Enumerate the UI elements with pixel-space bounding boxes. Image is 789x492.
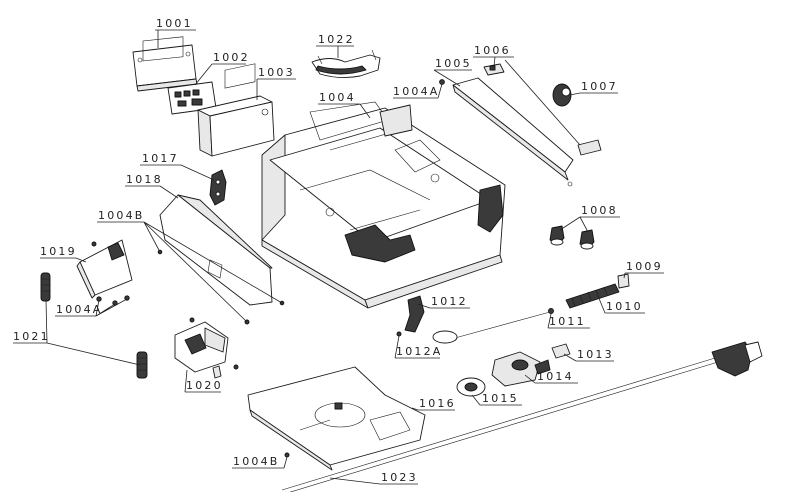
label-1002: 1002 [213, 51, 250, 64]
label-1009: 1009 [626, 260, 663, 273]
part-1022-cable-bracket [311, 49, 381, 79]
part-1007-actuator [552, 83, 602, 156]
leader-lines [13, 29, 664, 485]
label-1022: 1022 [318, 33, 355, 46]
label-1005: 1005 [435, 57, 472, 70]
part-1004-base-tub [261, 101, 506, 309]
label-1006: 1006 [474, 44, 511, 57]
part-1017-hinge [209, 169, 227, 206]
label-1014: 1014 [537, 370, 574, 383]
label-1004a-left: 1004A [56, 303, 103, 316]
part-1023-drain-hose [281, 341, 763, 492]
part-1004a-screws [96, 79, 445, 306]
label-1017: 1017 [142, 152, 179, 165]
label-1004a-top: 1004A [393, 85, 440, 98]
part-1005-air-duct [452, 77, 574, 187]
label-1008: 1008 [581, 204, 618, 217]
label-1004: 1004 [319, 91, 356, 104]
part-1009-small-bracket [617, 273, 630, 289]
label-1013: 1013 [577, 348, 614, 361]
label-1007: 1007 [581, 80, 618, 93]
label-1020: 1020 [186, 379, 223, 392]
label-1001: 1001 [156, 17, 193, 30]
label-1019: 1019 [40, 245, 77, 258]
label-1012a: 1012A [396, 345, 443, 358]
part-1015-disc [456, 377, 486, 397]
part-1012-bracket [396, 295, 458, 344]
label-1021: 1021 [13, 330, 50, 343]
label-1012: 1012 [431, 295, 468, 308]
label-1004b-bottom: 1004B [233, 455, 280, 468]
label-1003: 1003 [258, 66, 295, 79]
part-1020-hinge-assembly [174, 317, 239, 379]
part-1018-side-panel [157, 194, 285, 306]
part-1016-bottom-plate [247, 366, 426, 471]
part-1019-hinge-bracket [76, 239, 133, 299]
label-1010: 1010 [606, 300, 643, 313]
part-1008-feet [549, 225, 595, 250]
label-1015: 1015 [482, 392, 519, 405]
label-1011: 1011 [549, 315, 586, 328]
part-1011-wire [451, 308, 554, 341]
part-number-labels: 1001 1002 1003 1004 1004A 1005 1006 1007… [13, 17, 663, 484]
part-1021-springs [40, 272, 148, 379]
label-1016: 1016 [419, 397, 456, 410]
part-1006-clip [483, 63, 505, 76]
label-1004b-left: 1004B [98, 209, 145, 222]
part-1001-control-board [132, 36, 198, 92]
label-1018: 1018 [126, 173, 163, 186]
part-1010-spring [565, 283, 620, 309]
part-1002-electronic-board [167, 81, 217, 115]
label-1023: 1023 [381, 471, 418, 484]
part-1003-module-box [197, 63, 275, 157]
